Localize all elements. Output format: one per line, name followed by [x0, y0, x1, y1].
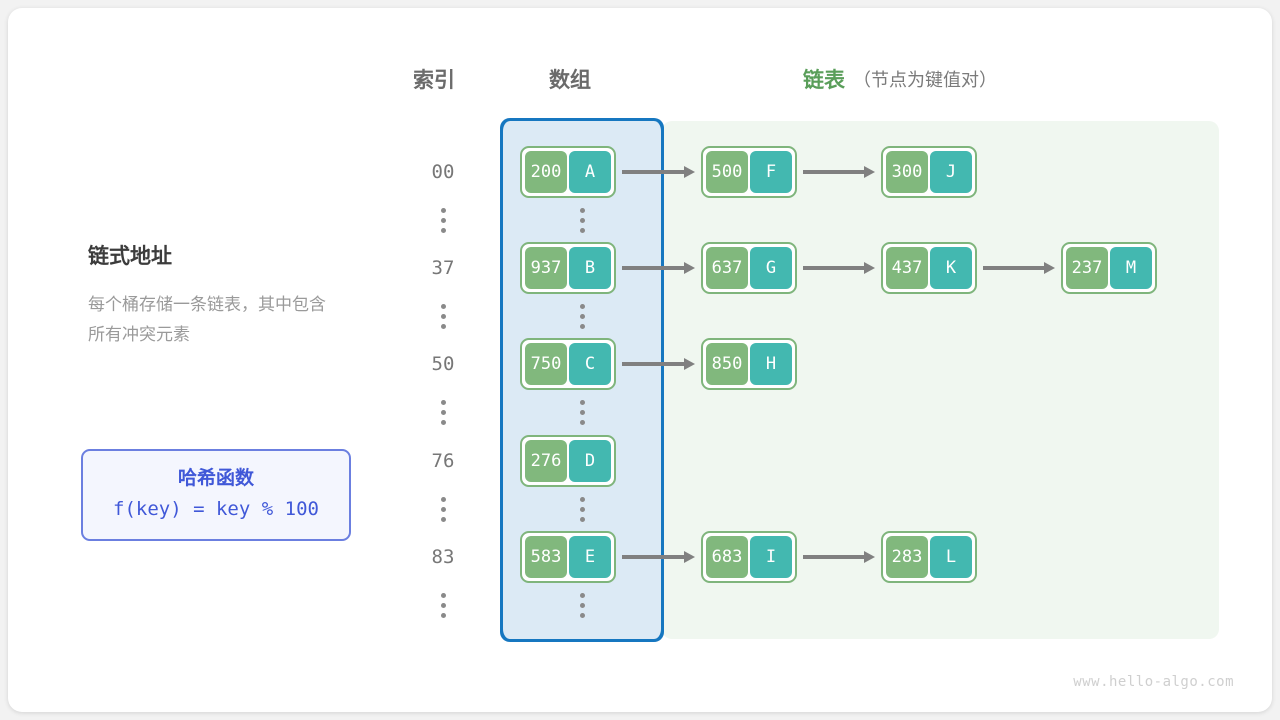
link-arrow-icon [983, 262, 1055, 274]
index-ellipsis-icon [433, 208, 453, 233]
bucket-index-label: 50 [431, 353, 455, 375]
panel-title: 链式地址 [88, 245, 172, 268]
column-header-list: 链表 [803, 69, 845, 92]
node-key: 237 [1066, 247, 1108, 289]
bucket-index-label: 76 [431, 450, 455, 472]
link-arrow-icon [803, 166, 875, 178]
arrow-head [684, 551, 695, 563]
column-header-index: 索引 [413, 69, 455, 92]
node-value: C [569, 343, 611, 385]
arrow-shaft [622, 555, 684, 559]
link-arrow-icon [622, 551, 695, 563]
index-ellipsis-icon [433, 593, 453, 618]
node-value: A [569, 151, 611, 193]
arrow-head [684, 166, 695, 178]
node-value: D [569, 440, 611, 482]
node-key: 276 [525, 440, 567, 482]
node-key: 750 [525, 343, 567, 385]
arrow-head [684, 262, 695, 274]
node-value: M [1110, 247, 1152, 289]
node-value: H [750, 343, 792, 385]
watermark: www.hello-algo.com [1073, 674, 1234, 690]
link-arrow-icon [622, 166, 695, 178]
node-key: 850 [706, 343, 748, 385]
node-value: K [930, 247, 972, 289]
arrow-head [684, 358, 695, 370]
diagram-card: 索引 数组 链表 （节点为键值对） 链式地址 每个桶存储一条链表，其中包含所有冲… [8, 8, 1272, 712]
hash-function-box: 哈希函数 f(key) = key % 100 [81, 449, 351, 541]
node-key: 637 [706, 247, 748, 289]
bucket-index-label: 00 [431, 161, 455, 183]
arrow-shaft [803, 555, 864, 559]
node-key: 283 [886, 536, 928, 578]
index-ellipsis-icon [433, 304, 453, 329]
arrow-shaft [622, 170, 684, 174]
node-value: L [930, 536, 972, 578]
node-key: 437 [886, 247, 928, 289]
node-value: G [750, 247, 792, 289]
array-ellipsis-icon [572, 497, 592, 522]
arrow-head [864, 551, 875, 563]
array-ellipsis-icon [572, 593, 592, 618]
arrow-head [1044, 262, 1055, 274]
node-value: I [750, 536, 792, 578]
link-arrow-icon [803, 551, 875, 563]
bucket-index-label: 37 [431, 257, 455, 279]
arrow-head [864, 262, 875, 274]
arrow-shaft [622, 266, 684, 270]
bucket-index-label: 83 [431, 546, 455, 568]
node-key: 300 [886, 151, 928, 193]
node-value: B [569, 247, 611, 289]
column-header-list-note: （节点为键值对） [853, 70, 997, 90]
index-ellipsis-icon [433, 497, 453, 522]
node-value: F [750, 151, 792, 193]
array-ellipsis-icon [572, 208, 592, 233]
hash-function-title: 哈希函数 [177, 468, 254, 489]
arrow-shaft [803, 266, 864, 270]
link-arrow-icon [803, 262, 875, 274]
index-ellipsis-icon [433, 400, 453, 425]
node-value: J [930, 151, 972, 193]
node-key: 937 [525, 247, 567, 289]
panel-description: 每个桶存储一条链表，其中包含所有冲突元素 [88, 295, 326, 344]
node-key: 500 [706, 151, 748, 193]
array-ellipsis-icon [572, 304, 592, 329]
link-arrow-icon [622, 358, 695, 370]
array-ellipsis-icon [572, 400, 592, 425]
column-header-array: 数组 [549, 69, 591, 92]
arrow-shaft [983, 266, 1044, 270]
arrow-head [864, 166, 875, 178]
arrow-shaft [622, 362, 684, 366]
node-value: E [569, 536, 611, 578]
link-arrow-icon [622, 262, 695, 274]
node-key: 200 [525, 151, 567, 193]
node-key: 683 [706, 536, 748, 578]
hash-function-formula: f(key) = key % 100 [113, 498, 319, 520]
arrow-shaft [803, 170, 864, 174]
node-key: 583 [525, 536, 567, 578]
